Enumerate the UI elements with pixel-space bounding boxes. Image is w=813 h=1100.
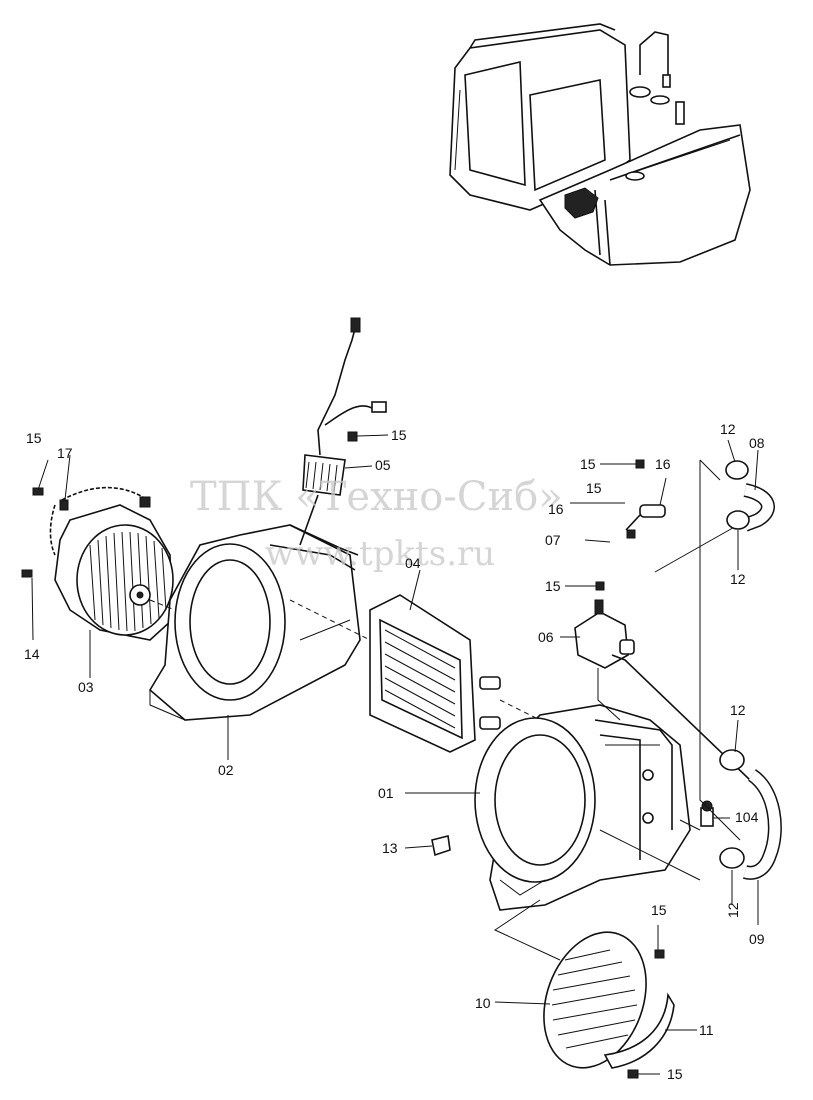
part-label-15-left: 15 (26, 430, 42, 446)
pipe-07 (603, 504, 666, 574)
part-label-11: 11 (699, 1022, 714, 1038)
housing-02 (148, 524, 361, 721)
clamp-12 (719, 460, 750, 869)
part-label-02: 02 (218, 762, 234, 778)
filter-05 (299, 317, 387, 546)
part-label-12-top: 12 (720, 421, 736, 437)
hose-08 (654, 483, 775, 573)
part-label-16-left: 16 (548, 501, 564, 517)
part-label-13: 13 (382, 840, 398, 856)
part-label-06: 06 (538, 629, 554, 645)
heater-core-04 (369, 594, 501, 753)
part-label-10: 10 (475, 995, 491, 1011)
part-label-12-upper: 12 (730, 571, 746, 587)
watermark-url: www.tpkts.ru (265, 534, 495, 574)
part-label-17: 17 (57, 445, 73, 461)
part-label-15-bottom: 15 (667, 1066, 683, 1082)
part-label-15-valve: 15 (545, 578, 561, 594)
bracket-11 (603, 992, 675, 1069)
part-label-15-mid-right: 15 (586, 480, 602, 496)
part-label-104: 104 (735, 809, 759, 825)
watermark-company: ТПК «Техно-Сиб» (190, 474, 563, 520)
part-labels: 01 02 03 04 05 06 07 08 09 10 11 12 12 1… (24, 421, 765, 1082)
part-label-09: 09 (749, 931, 765, 947)
part-label-12-middle: 12 (730, 702, 746, 718)
part-label-04: 04 (405, 555, 421, 571)
part-label-07: 07 (545, 532, 561, 548)
main-housing-01 (474, 704, 691, 911)
part-label-15-filter: 15 (391, 427, 407, 443)
leader-lines (31, 434, 759, 1075)
part-label-01: 01 (378, 785, 394, 801)
part-label-08: 08 (749, 435, 765, 451)
part-label-14: 14 (24, 646, 40, 662)
excavator-overview-drawing (449, 23, 751, 266)
blower-motor-03 (49, 486, 174, 641)
part-label-15-top-right: 15 (580, 456, 596, 472)
part-label-03: 03 (78, 679, 94, 695)
hose-09 (742, 769, 782, 880)
small-fasteners (21, 431, 714, 1079)
part-label-15-grille: 15 (651, 902, 667, 918)
valve-06 (574, 599, 751, 781)
part-label-16-right: 16 (655, 456, 671, 472)
grille-cover-10 (543, 931, 647, 1069)
part-label-12-lower: 12 (725, 902, 741, 918)
part-label-05: 05 (375, 457, 391, 473)
